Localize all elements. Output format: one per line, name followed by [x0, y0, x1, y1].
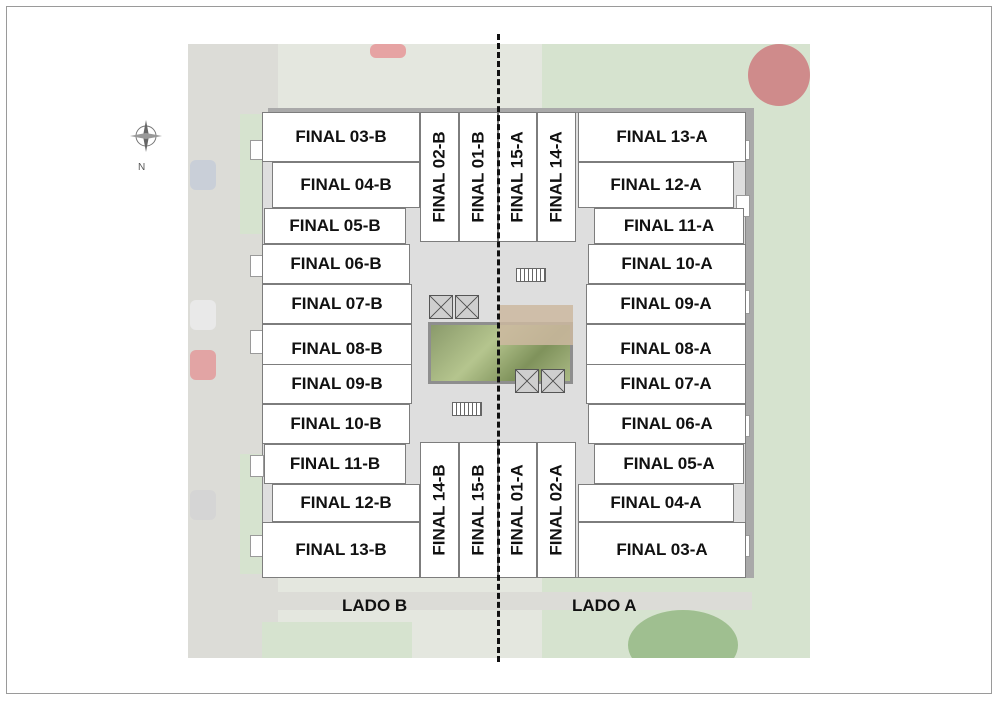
unit-01-b: FINAL 01-B: [459, 112, 498, 242]
unit-15-a: FINAL 15-A: [498, 112, 537, 242]
unit-13-b: FINAL 13-B: [262, 522, 420, 578]
courtyard-terrace: [499, 305, 573, 345]
elevator-icon: [429, 295, 453, 319]
parked-car: [190, 160, 216, 190]
stairs-icon: [516, 268, 546, 282]
tree: [628, 610, 738, 658]
parked-car: [190, 350, 216, 380]
tree: [748, 44, 810, 106]
sidewalk: [262, 592, 752, 610]
unit-07-a: FINAL 07-A: [586, 364, 746, 404]
elevator-icon: [541, 369, 565, 393]
elevator-icon: [455, 295, 479, 319]
stairs-icon: [452, 402, 482, 416]
unit-10-a: FINAL 10-A: [588, 244, 746, 284]
unit-09-b: FINAL 09-B: [262, 364, 412, 404]
unit-10-b: FINAL 10-B: [262, 404, 410, 444]
lawn-bottom: [262, 622, 412, 658]
unit-07-b: FINAL 07-B: [262, 284, 412, 324]
unit-04-a: FINAL 04-A: [578, 484, 734, 522]
compass-icon: [130, 120, 162, 152]
unit-13-a: FINAL 13-A: [578, 112, 746, 162]
unit-11-b: FINAL 11-B: [264, 444, 406, 484]
parked-car: [370, 44, 406, 58]
side-label-b: LADO B: [342, 596, 408, 615]
unit-01-a: FINAL 01-A: [498, 442, 537, 578]
lawn-strip: [240, 114, 262, 234]
page-frame: [6, 6, 992, 694]
elevator-icon: [515, 369, 539, 393]
unit-15-b: FINAL 15-B: [459, 442, 498, 578]
side-label-a: LADO A: [572, 596, 637, 615]
parked-car: [190, 300, 216, 330]
unit-02-b: FINAL 02-B: [420, 112, 459, 242]
unit-02-a: FINAL 02-A: [537, 442, 576, 578]
unit-05-b: FINAL 05-B: [264, 208, 406, 244]
side-divider-line: [497, 34, 500, 662]
unit-09-a: FINAL 09-A: [586, 284, 746, 324]
unit-06-a: FINAL 06-A: [588, 404, 746, 444]
parked-car: [190, 490, 216, 520]
unit-11-a: FINAL 11-A: [594, 208, 744, 244]
unit-03-a: FINAL 03-A: [578, 522, 746, 578]
unit-12-a: FINAL 12-A: [578, 162, 734, 208]
north-label: N: [138, 162, 146, 173]
unit-14-a: FINAL 14-A: [537, 112, 576, 242]
unit-14-b: FINAL 14-B: [420, 442, 459, 578]
unit-12-b: FINAL 12-B: [272, 484, 420, 522]
unit-04-b: FINAL 04-B: [272, 162, 420, 208]
unit-05-a: FINAL 05-A: [594, 444, 744, 484]
unit-06-b: FINAL 06-B: [262, 244, 410, 284]
unit-03-b: FINAL 03-B: [262, 112, 420, 162]
